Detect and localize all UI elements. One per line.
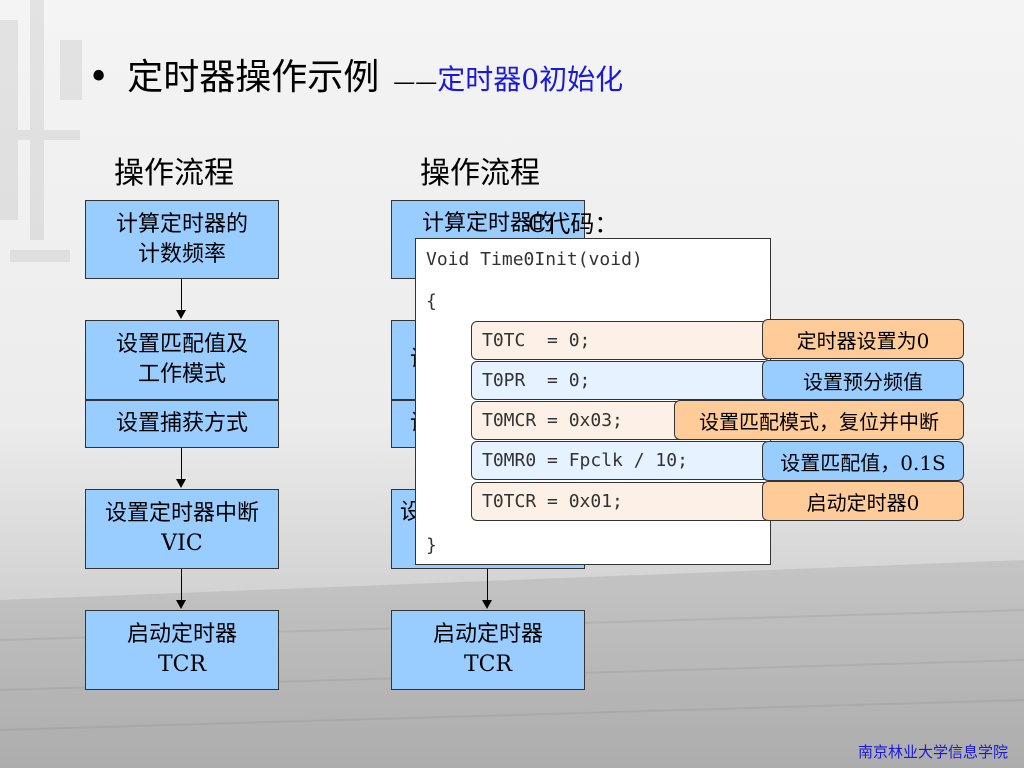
step-line1: 设置匹配值及 [115,332,248,357]
title-bullet: • [88,57,110,98]
step-line1: 启动定时器 [126,622,237,647]
flow-left-heading: 操作流程 [114,156,234,191]
step-line1: 设置捕获方式 [115,411,248,436]
code-row-t0tcr: T0TCR = 0x01; [471,482,771,521]
flow-step-capture-mode: 设置捕获方式 [85,400,279,448]
step-line1: 计算定时器的 [115,211,248,237]
code-close-brace: } [426,535,437,556]
flow-arrow [176,569,186,609]
step-line2: TCR [463,652,513,677]
title-main: 定时器操作示例 [127,57,380,98]
note-t0mr0: 设置匹配值，0.1S [762,441,964,481]
step-line2: VIC [161,531,203,556]
step-line1: 计算定时器的 [421,211,554,236]
flow-arrow [176,448,186,488]
flow-step-match-mode: 设置匹配值及 工作模式 [85,320,279,400]
note-t0tc: 定时器设置为0 [762,319,964,359]
flow-step-start-timer: 启动定时器 TCR [85,610,279,690]
code-function-header: Void Time0Init(void) [426,249,643,270]
step-line2: 工作模式 [137,362,226,387]
step-line2: TCR [157,652,207,677]
flow-arrow [176,279,186,319]
note-t0mcr: 设置匹配模式，复位并中断 [674,400,964,440]
title-dash: —— [393,70,438,95]
flow-right-step-start: 启动定时器 TCR [391,610,585,690]
title-subtitle: 定时器0初始化 [437,63,624,96]
note-t0pr: 设置预分频值 [762,360,964,400]
footer-institution: 南京林业大学信息学院 [857,743,1008,761]
flow-right-heading: 操作流程 [420,156,540,191]
flow-step-interrupt-vic: 设置定时器中断 VIC [85,489,279,569]
code-open-brace: { [426,291,437,312]
code-row-t0pr: T0PR = 0; [471,361,771,400]
step-line1: 设置定时器中断 [104,501,259,526]
step-line2: 计数频率 [137,241,226,267]
flow-arrow [482,569,492,609]
page-title: • 定时器操作示例 —— 定时器0初始化 [88,48,623,108]
note-t0tcr: 启动定时器0 [762,481,964,521]
code-row-t0tc: T0TC = 0; [471,321,771,360]
flow-step-calc-frequency: 计算定时器的 计数频率 [85,200,279,279]
step-line1: 启动定时器 [432,622,543,647]
code-row-t0mr0: T0MR0 = Fpclk / 10; [471,441,771,480]
code-label: C代码： [528,210,619,238]
